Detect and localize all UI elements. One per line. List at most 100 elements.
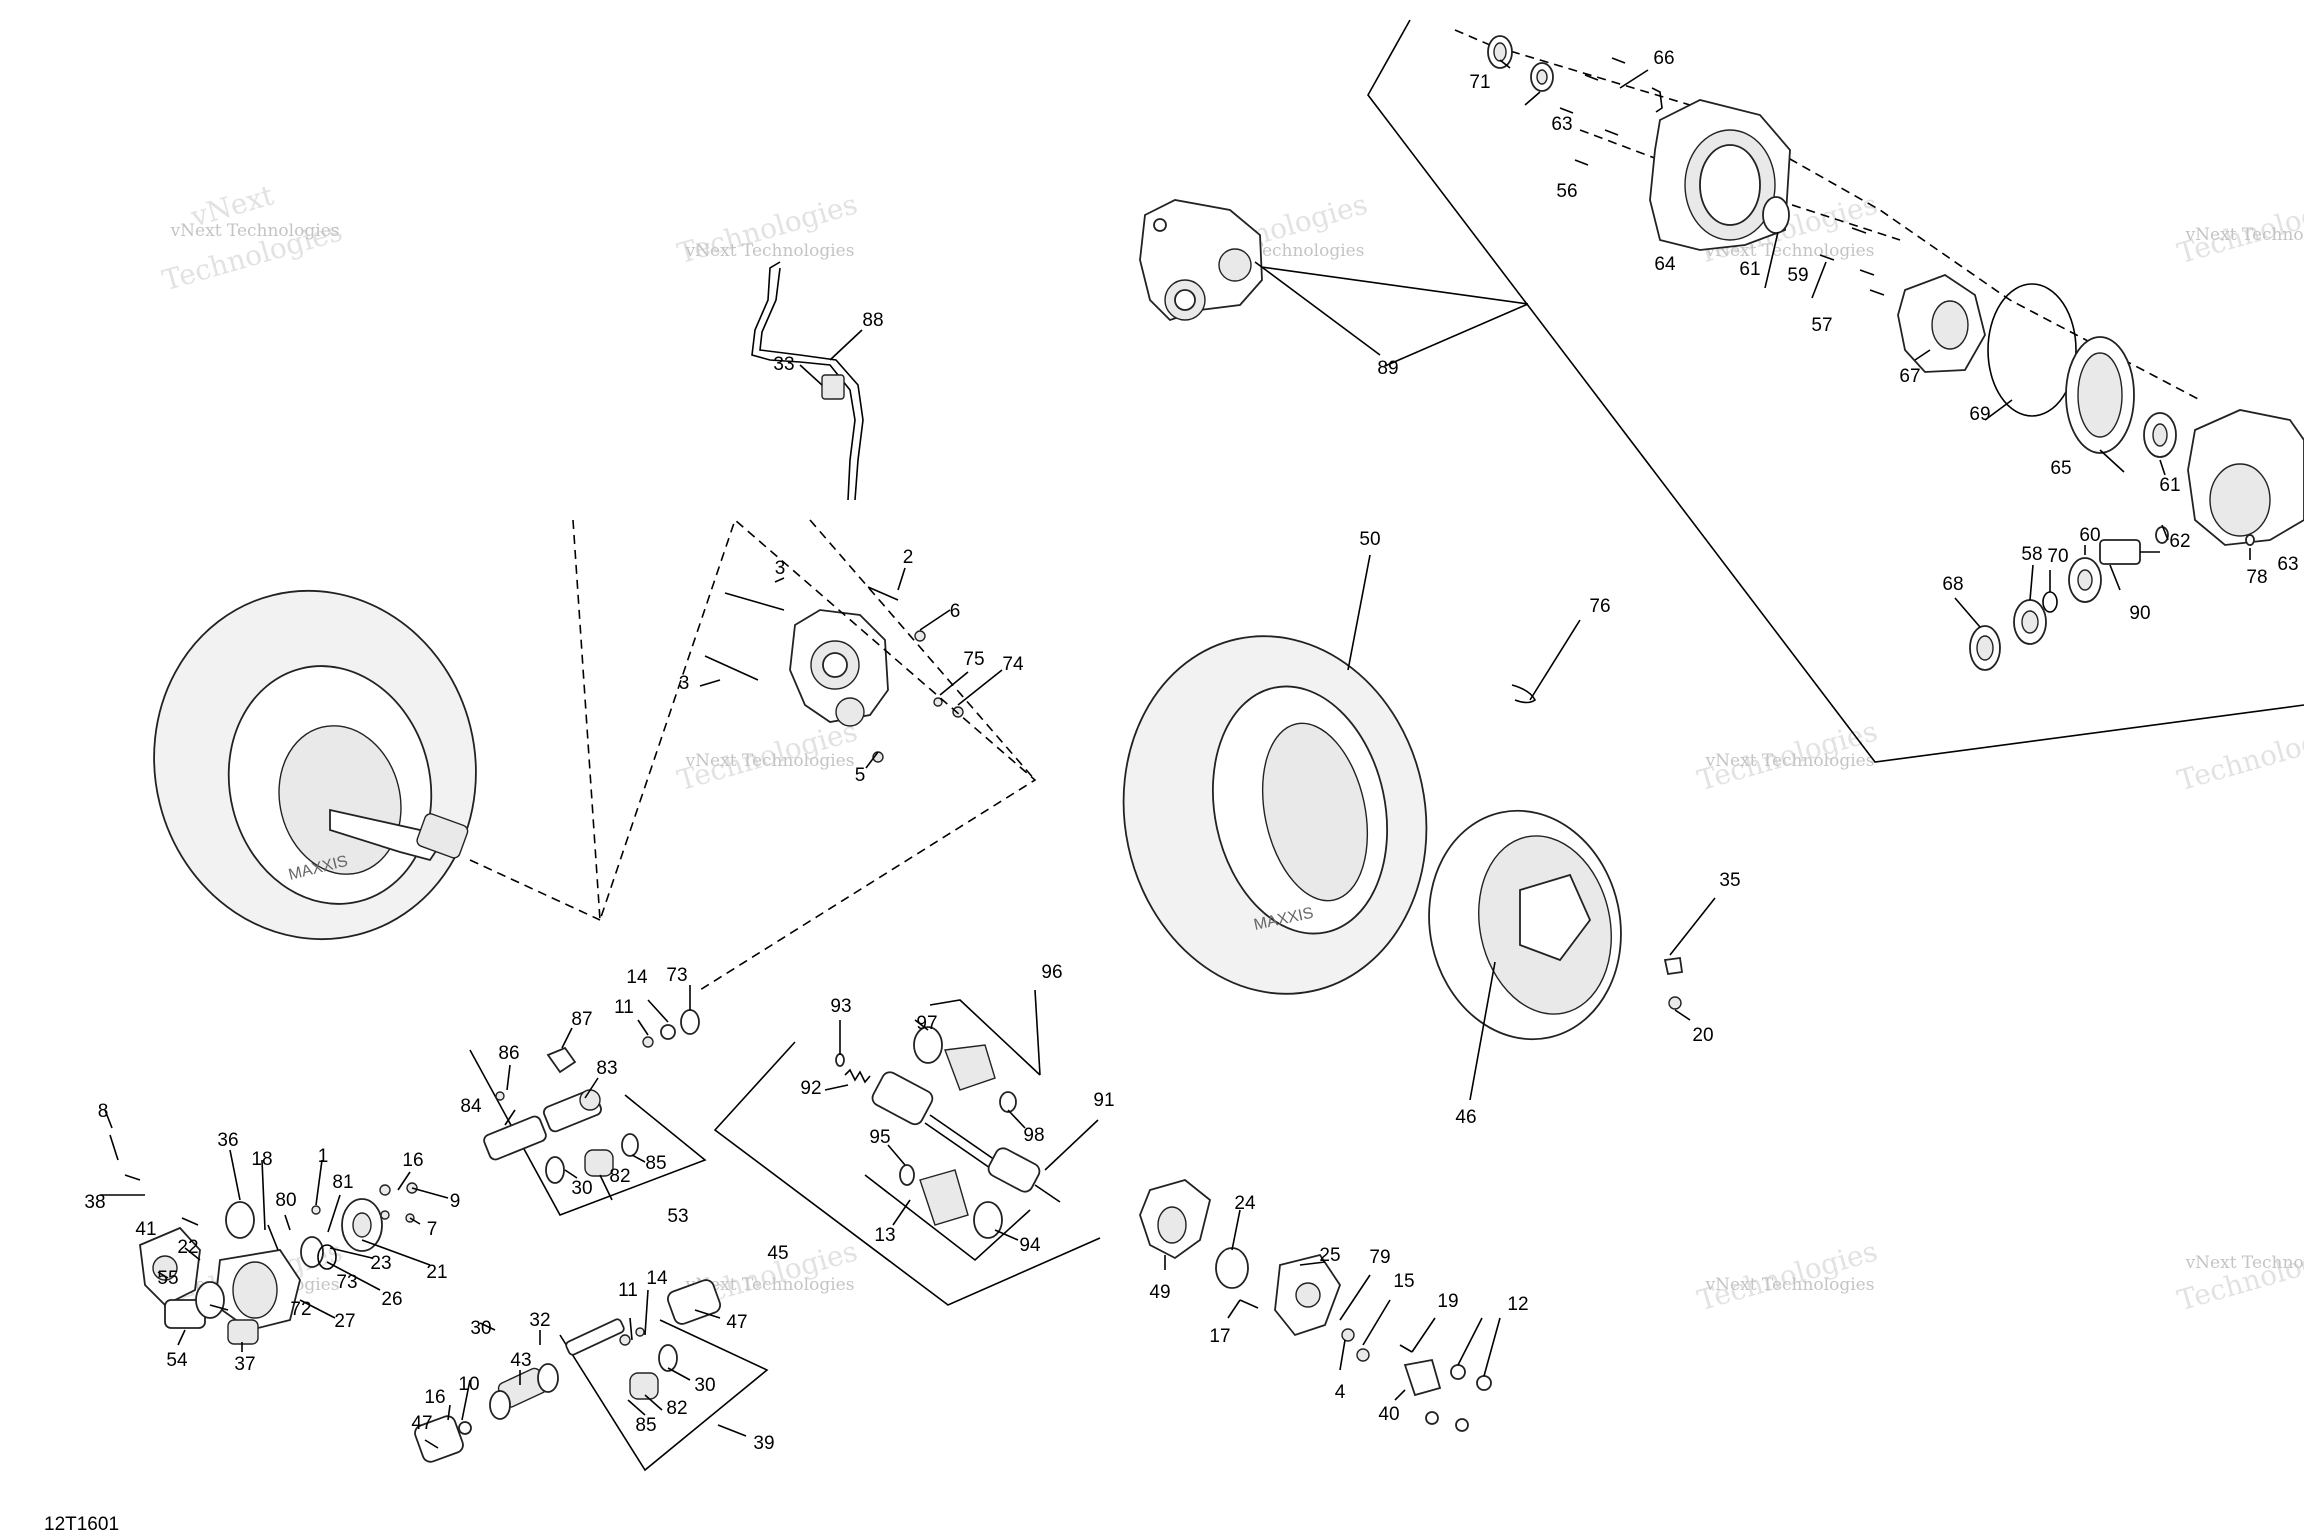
callout-91: 91 <box>1093 1090 1114 1111</box>
brake-disc-21 <box>341 1198 383 1252</box>
callout-80: 80 <box>275 1190 296 1211</box>
bolts-57-59 <box>1819 227 1885 296</box>
seal-63 <box>1530 62 1554 92</box>
callout-12: 12 <box>1507 1294 1528 1315</box>
callout-11: 11 <box>614 997 634 1018</box>
knuckle-49 <box>1139 1179 1212 1260</box>
differential-group-outline <box>1253 19 2304 763</box>
callout-22: 22 <box>177 1237 198 1258</box>
ring-70 <box>2042 591 2058 613</box>
callout-16-bottom: 16 <box>424 1387 445 1408</box>
svg-text:vNext Technologies: vNext Technologies <box>1705 1275 1875 1295</box>
callout-81: 81 <box>332 1172 353 1193</box>
small-parts-62-78 <box>2155 526 2255 546</box>
callout-connector-lines-left <box>469 859 601 921</box>
wheel-right: MAXXIS <box>1122 635 1428 995</box>
svg-text:Technologies: Technologies <box>2174 714 2304 797</box>
watermark-7: Technologies vNext Technologies <box>674 714 861 797</box>
callout-14: 14 <box>626 967 648 988</box>
callout-82-bottom: 82 <box>666 1398 687 1419</box>
callout-63-lower: 63 <box>2277 554 2298 575</box>
boots-30-82-85-bottom <box>629 1344 678 1400</box>
bolts-8 <box>109 1134 141 1181</box>
callout-41: 41 <box>135 1219 156 1240</box>
callout-47-bottom: 47 <box>411 1413 432 1434</box>
callout-45: 45 <box>767 1243 788 1264</box>
callout-84: 84 <box>460 1096 482 1117</box>
bearing-60 <box>2068 557 2102 603</box>
callout-93: 93 <box>830 996 851 1017</box>
callout-8: 8 <box>98 1101 109 1122</box>
group-45-outline <box>713 1041 1101 1306</box>
clip-76 <box>1511 684 1537 704</box>
shaft-39 <box>489 1318 625 1420</box>
callout-6: 6 <box>950 601 961 622</box>
callout-23: 23 <box>370 1253 391 1274</box>
watermark-9: Technologies <box>2174 714 2304 797</box>
callout-15: 15 <box>1393 1271 1414 1292</box>
callout-numbers: 71 63 66 56 64 61 59 57 67 69 65 61 89 6… <box>84 48 2298 1454</box>
svg-text:vNext Technologies: vNext Technologies <box>685 1275 855 1295</box>
callout-86: 86 <box>498 1043 519 1064</box>
small-parts-17-79-15-4 <box>1239 1299 1370 1362</box>
callout-68: 68 <box>1942 574 1963 595</box>
o-ring-69 <box>1987 283 2077 417</box>
callout-30: 30 <box>571 1178 592 1199</box>
hub-24-25 <box>1215 1247 1342 1337</box>
seal-68 <box>1969 625 2001 671</box>
callout-87: 87 <box>571 1009 592 1030</box>
svg-text:vNext Technologies: vNext Technologies <box>685 241 855 261</box>
housing-right <box>2187 409 2304 546</box>
clip-93 <box>835 1053 845 1067</box>
bolt-2 <box>867 586 899 601</box>
small-parts-86-11-14-73 <box>495 1009 700 1101</box>
callout-connector-lines-center-2 <box>809 519 1036 781</box>
callout-25: 25 <box>1319 1245 1340 1266</box>
callout-36: 36 <box>217 1130 238 1151</box>
callout-2: 2 <box>903 547 914 568</box>
callout-19: 19 <box>1437 1291 1458 1312</box>
callout-39: 39 <box>753 1433 774 1454</box>
callout-32: 32 <box>529 1310 550 1331</box>
callout-3-lower: 3 <box>679 673 690 694</box>
callout-88: 88 <box>862 310 883 331</box>
callout-40: 40 <box>1378 1404 1399 1425</box>
callout-74: 74 <box>1002 654 1024 675</box>
callout-38: 38 <box>84 1192 105 1213</box>
callout-62: 62 <box>2169 531 2190 552</box>
yoke-87 <box>546 1046 577 1074</box>
bearing-58 <box>2013 599 2047 645</box>
callout-75: 75 <box>963 649 984 670</box>
callout-11-bottom: 11 <box>618 1280 638 1301</box>
callout-4: 4 <box>1335 1382 1346 1403</box>
callout-85: 85 <box>645 1153 666 1174</box>
differential-assembly <box>1139 199 1263 322</box>
callout-78: 78 <box>2246 567 2267 588</box>
callout-63: 63 <box>1551 114 1572 135</box>
boot-kit-13 <box>899 1164 1003 1239</box>
callout-67: 67 <box>1899 366 1920 387</box>
callout-55: 55 <box>157 1268 178 1289</box>
small-parts-10-11-14 <box>458 1327 645 1435</box>
callout-82: 82 <box>609 1166 630 1187</box>
callout-43: 43 <box>510 1350 531 1371</box>
callout-76: 76 <box>1589 596 1610 617</box>
valve-35 <box>1663 956 1684 976</box>
ring-gear-65 <box>2065 336 2135 454</box>
callout-85-bottom: 85 <box>635 1415 656 1436</box>
callout-30-bottom: 30 <box>470 1318 491 1339</box>
callout-98: 98 <box>1023 1125 1044 1146</box>
callout-46: 46 <box>1455 1107 1476 1128</box>
svg-text:vNext Technologies: vNext Technologies <box>1705 751 1875 771</box>
callout-92: 92 <box>800 1078 821 1099</box>
svg-text:vNext Technologies: vNext Technologies <box>170 221 340 241</box>
propeller-joint-84 <box>483 1089 602 1161</box>
callout-35: 35 <box>1719 870 1740 891</box>
callout-47: 47 <box>726 1312 747 1333</box>
spring-92 <box>844 1068 871 1084</box>
nuts-12 <box>1425 1364 1492 1432</box>
group-96-outline <box>929 999 1041 1076</box>
leader-lines <box>100 59 2251 1449</box>
callout-37: 37 <box>234 1354 255 1375</box>
